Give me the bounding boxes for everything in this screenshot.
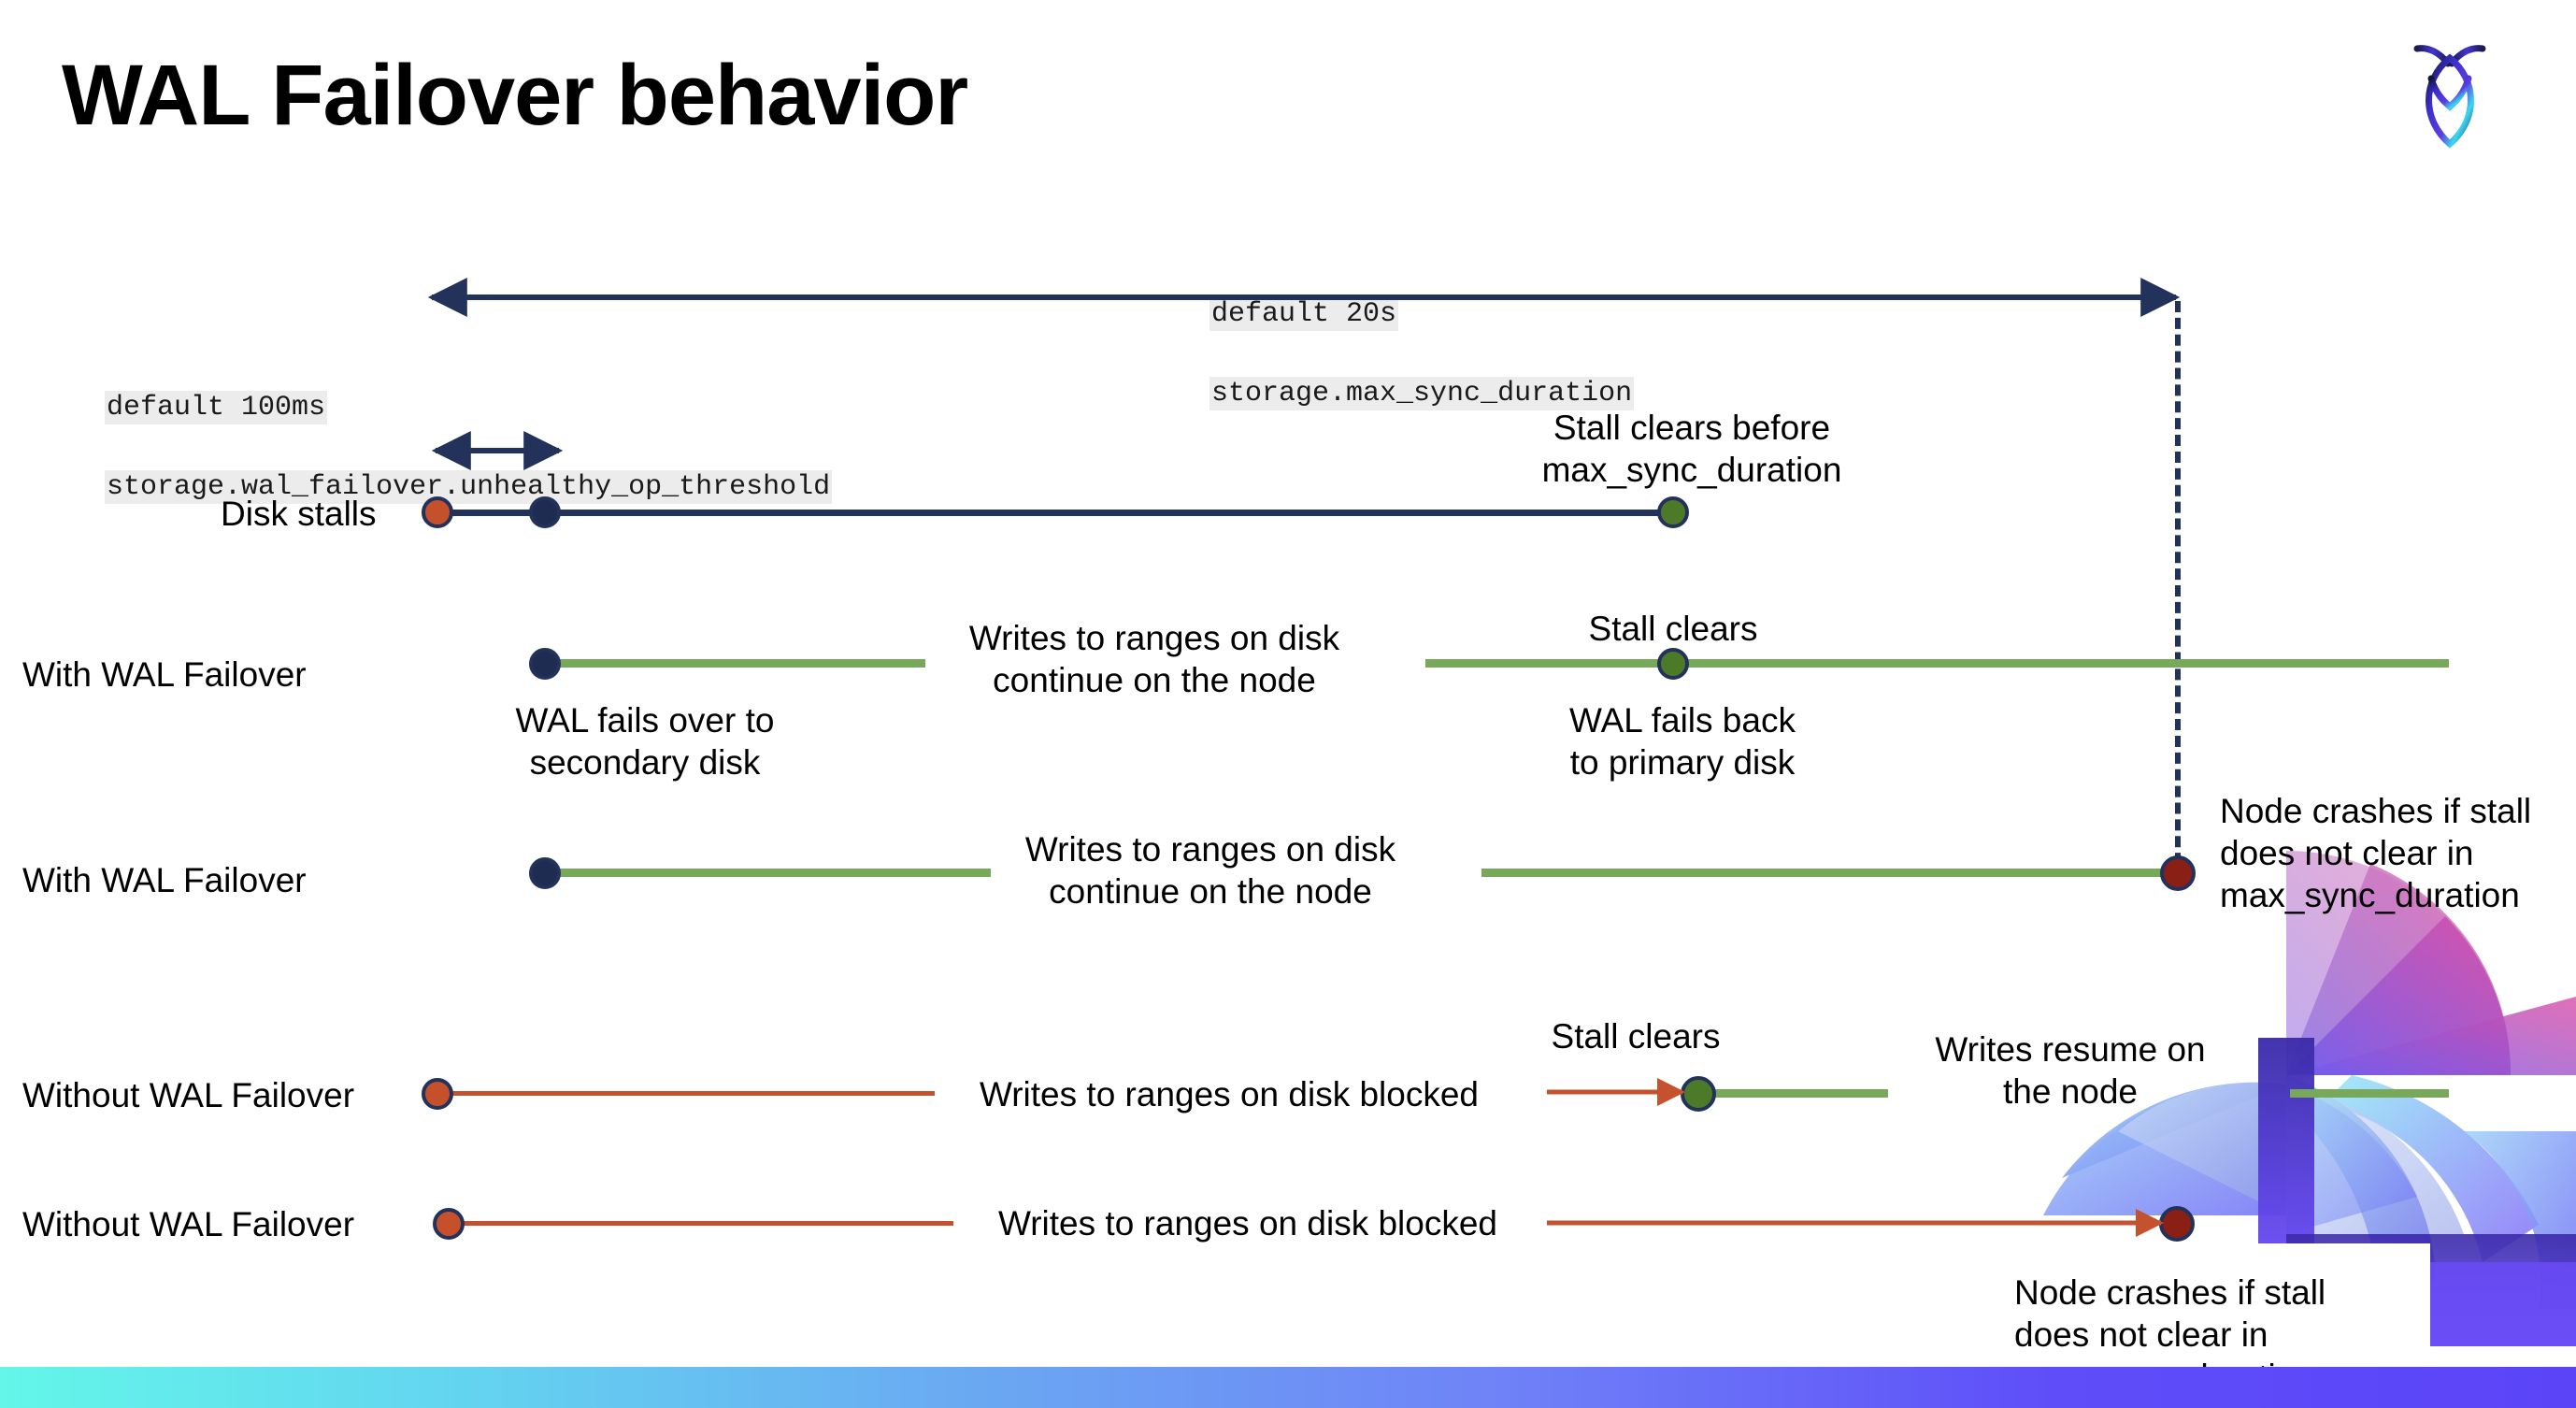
row-label-with-wal-failover-crash: With WAL Failover xyxy=(22,861,307,899)
row-label-without-wal-failover-crash: Without WAL Failover xyxy=(22,1205,355,1243)
max-sync-duration-dashed-connector xyxy=(2175,301,2181,881)
timeline-with-wal-failover-clears-seg1 xyxy=(545,659,925,668)
setting-unhealthy-name: storage.wal_failover.unhealthy_op_thresh… xyxy=(105,469,833,504)
annotation-stall-clears-row4: Stall clears xyxy=(1551,1017,1721,1056)
marker-node-crash-without-wal-failover[interactable] xyxy=(2159,1206,2195,1242)
setting-max-sync-name: storage.max_sync_duration xyxy=(1209,376,1635,410)
marker-stall-begins-without-failover-crash[interactable] xyxy=(433,1208,465,1240)
annotation-wal-fails-back-primary: WAL fails back to primary disk xyxy=(1569,701,1796,783)
annotation-writes-resume-on-node: Writes resume on the node xyxy=(1935,1030,2206,1112)
marker-stall-clears-disk-stalls[interactable] xyxy=(1657,496,1689,528)
annotation-stall-clears-before-max-sync: Stall clears before max_sync_duration xyxy=(1541,409,1842,490)
timeline-without-wal-failover-clears-orange xyxy=(437,1091,935,1096)
marker-stall-begins-disk-stalls[interactable] xyxy=(422,496,453,528)
marker-wal-fails-over-crash[interactable] xyxy=(529,857,561,889)
marker-stall-begins-without-failover-clears[interactable] xyxy=(422,1078,453,1110)
annotation-node-crashes-with-wal-failover: Node crashes if stall does not clear in … xyxy=(2220,792,2532,915)
marker-unhealthy-threshold-disk-stalls[interactable] xyxy=(529,496,561,528)
annotation-writes-blocked-clears: Writes to ranges on disk blocked xyxy=(979,1075,1480,1113)
annotation-writes-continue-crash: Writes to ranges on disk continue on the… xyxy=(1024,830,1396,912)
timeline-with-wal-failover-crash-seg2 xyxy=(1481,869,2178,877)
setting-unhealthy-op-threshold: default 100ms storage.wal_failover.unhea… xyxy=(37,348,833,547)
timeline-without-wal-failover-crash-orange xyxy=(449,1221,953,1226)
row-label-without-wal-failover-clears: Without WAL Failover xyxy=(22,1076,355,1114)
timeline-with-wal-failover-crash-seg1 xyxy=(545,869,991,877)
marker-stall-clears-with-wal-failover[interactable] xyxy=(1657,648,1689,680)
cockroachdb-logo xyxy=(2389,26,2511,166)
row-label-disk-stalls: Disk stalls xyxy=(221,495,377,533)
annotation-stall-clears-row2: Stall clears xyxy=(1588,610,1758,648)
annotation-wal-fails-over-secondary: WAL fails over to secondary disk xyxy=(515,701,775,783)
timeline-disk-stalls xyxy=(437,510,1681,516)
marker-node-crash-with-wal-failover[interactable] xyxy=(2160,855,2196,891)
annotation-writes-continue-clears: Writes to ranges on disk continue on the… xyxy=(968,619,1340,700)
row-label-with-wal-failover-clears: With WAL Failover xyxy=(22,655,307,694)
marker-wal-fails-over-clears[interactable] xyxy=(529,648,561,680)
bottom-gradient-bar xyxy=(0,1367,2576,1408)
setting-unhealthy-default: default 100ms xyxy=(105,390,328,424)
setting-max-sync-default: default 20s xyxy=(1209,296,1399,331)
timeline-with-wal-failover-clears-seg2 xyxy=(1425,659,2449,668)
marker-stall-clears-without-failover[interactable] xyxy=(1681,1076,1716,1112)
timeline-without-wal-failover-clears-green2 xyxy=(2290,1089,2449,1098)
page-title: WAL Failover behavior xyxy=(62,48,968,143)
timeline-without-wal-failover-clears-green xyxy=(1703,1089,1888,1098)
annotation-writes-blocked-crash: Writes to ranges on disk blocked xyxy=(997,1204,1498,1243)
